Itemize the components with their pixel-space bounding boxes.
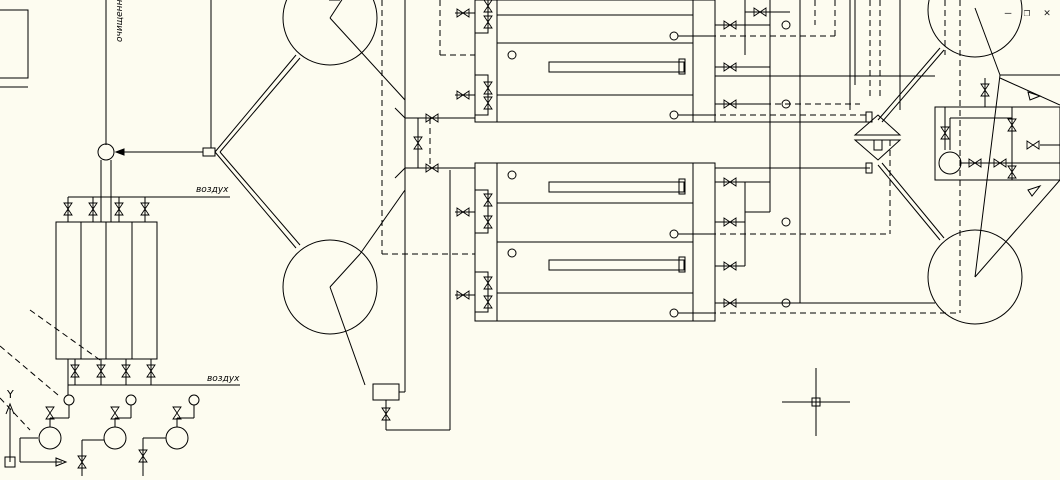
left-edge-box bbox=[0, 9, 29, 88]
central-ducts bbox=[394, 107, 475, 179]
reactor-block-lower bbox=[455, 162, 716, 322]
restore-icon[interactable]: ❐ bbox=[1023, 6, 1031, 19]
ducts-to-cyclones bbox=[214, 54, 301, 249]
label-air-bottom: воздух bbox=[207, 374, 240, 384]
hopper bbox=[372, 0, 451, 431]
reactor-block-upper bbox=[455, 0, 716, 123]
right-funnel bbox=[974, 7, 1060, 278]
cyclone-right-top bbox=[927, 0, 1023, 58]
separator bbox=[853, 47, 945, 241]
cyclone-top bbox=[282, 0, 406, 101]
pump-suction-lines bbox=[19, 437, 166, 476]
close-icon[interactable]: ✕ bbox=[1043, 6, 1051, 19]
pump-3 bbox=[165, 394, 200, 450]
mixer-node bbox=[97, 0, 216, 161]
outlet-piping bbox=[715, 0, 935, 308]
cyclone-bottom bbox=[282, 189, 406, 386]
ucs-axis-icon bbox=[4, 402, 16, 468]
minimize-icon[interactable]: — bbox=[1004, 6, 1012, 19]
pump-2 bbox=[103, 394, 137, 450]
axis-y-label: Y bbox=[6, 388, 14, 401]
crosshair-cursor[interactable] bbox=[782, 368, 850, 436]
filter-bank bbox=[55, 160, 240, 395]
pump-1 bbox=[38, 394, 75, 450]
dashed-frame-right bbox=[680, 0, 961, 314]
label-air-top: воздух bbox=[196, 185, 229, 195]
cyclone-right-bottom bbox=[927, 229, 1023, 325]
dashed-frame-center bbox=[381, 0, 475, 255]
dashed-boundary-left bbox=[0, 309, 101, 431]
right-pump-box bbox=[934, 78, 1060, 181]
label-cleaned: очищенно bbox=[115, 0, 125, 42]
